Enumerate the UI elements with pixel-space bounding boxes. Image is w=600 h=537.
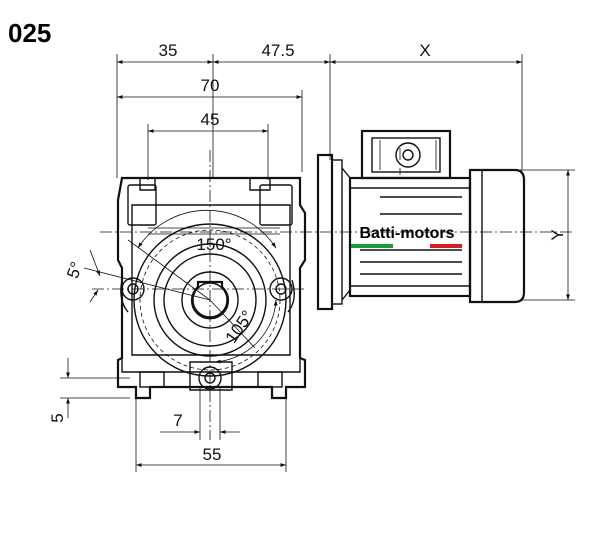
dim-47-5-label: 47.5	[261, 41, 294, 60]
angle-105-label: 105°	[222, 307, 258, 347]
angle-5-label: 5°	[63, 259, 86, 281]
brand-label: Batti-motors	[359, 225, 454, 242]
angle-150-label: 150°	[196, 235, 231, 254]
dim-70-label: 70	[201, 76, 220, 95]
dimension-lines-bottom	[60, 358, 287, 472]
dim-45-label: 45	[201, 110, 220, 129]
dim-55-label: 55	[203, 445, 222, 464]
dim-y-label: Y	[548, 229, 567, 240]
dim-5-label: 5	[48, 413, 67, 422]
dim-x-label: X	[419, 41, 430, 60]
center-lines	[92, 148, 575, 440]
dim-7-label: 7	[173, 411, 182, 430]
dim-35-label: 35	[159, 41, 178, 60]
model-number: 025	[8, 18, 51, 48]
dimension-y	[520, 169, 575, 301]
brand-stripe-red	[430, 244, 462, 248]
dimension-lines-top	[116, 54, 523, 180]
motor-terminal-box	[360, 129, 452, 180]
motor-fan-cover	[468, 168, 526, 304]
angle-annotations	[83, 209, 278, 364]
brand-stripe-green	[351, 244, 393, 248]
motor-flange	[316, 153, 351, 311]
gearbox-housing	[116, 176, 307, 400]
